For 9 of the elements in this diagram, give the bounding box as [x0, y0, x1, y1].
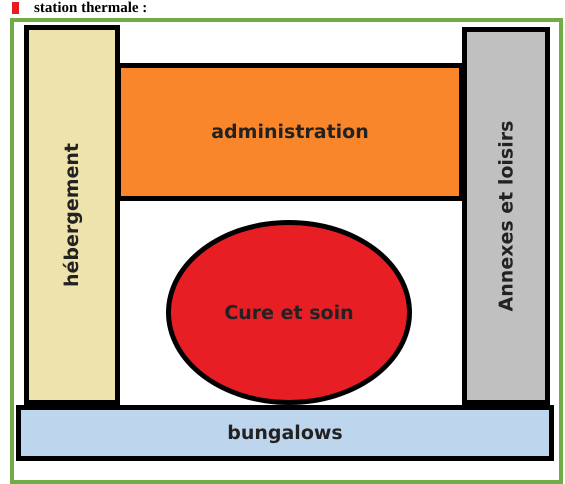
- zone-label: Cure et soin: [224, 302, 354, 324]
- zone-label: Annexes et loisirs: [495, 120, 517, 312]
- zone-label: hébergement: [61, 142, 83, 288]
- zone-label: administration: [211, 121, 369, 143]
- zone-label: bungalows: [227, 422, 343, 444]
- heading: station thermale :: [34, 0, 148, 17]
- zone-block: [16, 405, 554, 461]
- zone-block: [24, 25, 120, 405]
- zone-block: [462, 27, 550, 405]
